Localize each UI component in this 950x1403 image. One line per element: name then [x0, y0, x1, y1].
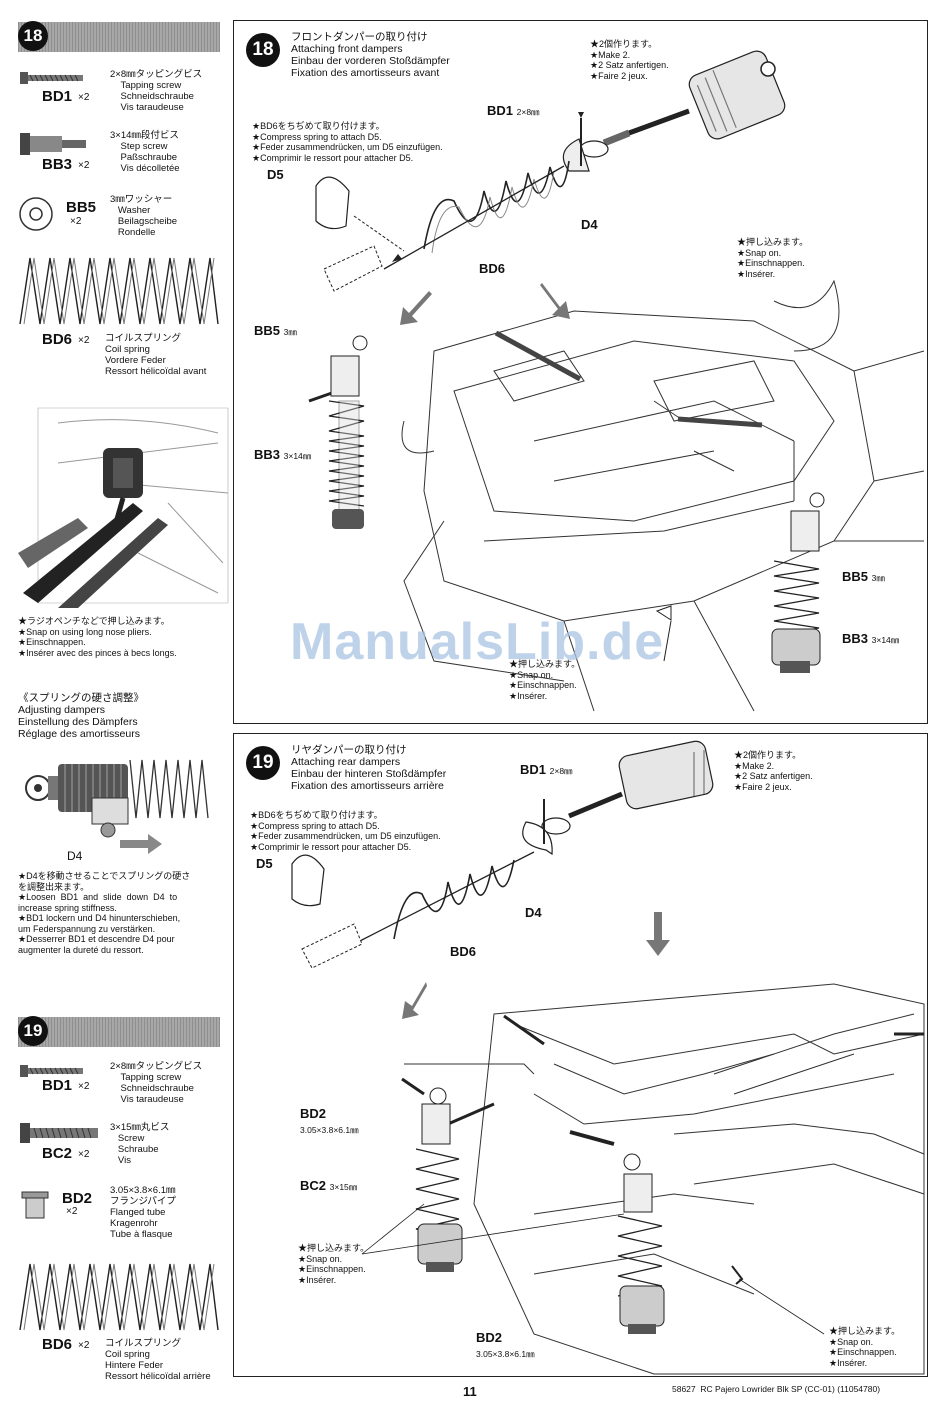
part-size: 2×8㎜ — [549, 766, 573, 776]
part-size: 3㎜ — [871, 573, 885, 583]
footer-product: 58627 RC Pajero Lowrider Blk SP (CC-01) … — [672, 1384, 881, 1394]
snap-on-note: ★押し込みます。 ★Snap on. ★Einschnappen. ★Insér… — [298, 1243, 370, 1285]
rear-damper-right — [617, 1153, 665, 1334]
pliers-tip: ★ラジオペンチなどで押し込みます。 ★Snap on using long no… — [18, 616, 177, 658]
part-qty: ×2 — [78, 1340, 90, 1351]
snap-on-note: ★押し込みます。 ★Snap on. ★Einschnappen. ★Insér… — [737, 237, 809, 279]
part-code: BD6 — [42, 331, 73, 348]
compress-spring-note: ★BD6をちぢめて取り付けます。 ★Compress spring to att… — [252, 121, 443, 163]
d4-label: D4 — [67, 849, 83, 863]
rear-damper-left — [401, 1077, 495, 1272]
part-desc: コイルスプリング Coil spring Vordere Feder Resso… — [105, 333, 207, 377]
part-code: BC2 — [42, 1145, 73, 1162]
part-label-d4: D4 — [581, 217, 598, 232]
pliers-illustration — [18, 403, 232, 608]
watermark: ManualsLib.de — [290, 613, 665, 671]
part-label-bd2: BD2 — [300, 1106, 327, 1121]
part-size: 3.05×3.8×6.1㎜ — [300, 1125, 359, 1135]
step-number-badge: 18 — [246, 33, 280, 67]
damper-adjust-illustration — [25, 759, 209, 854]
step-18-header-bar: 18 — [18, 21, 220, 52]
screw-bd1-icon — [20, 1065, 83, 1077]
step-18-panel: 18 フロントダンパーの取り付け Attaching front dampers… — [233, 20, 928, 724]
screw-bd1-icon — [20, 72, 83, 84]
part-size: 2×8㎜ — [516, 107, 540, 117]
part-size: 3×14㎜ — [283, 451, 312, 461]
page-number: 11 — [463, 1384, 477, 1399]
snap-on-note: ★押し込みます。 ★Snap on. ★Einschnappen. ★Insér… — [829, 1326, 901, 1368]
step-title: リヤダンパーの取り付け Attaching rear dampers Einba… — [291, 744, 447, 792]
part-label-bd6: BD6 — [450, 944, 477, 959]
part-desc: 2×8㎜タッピングビス Tapping screw Schneidschraub… — [110, 69, 203, 113]
part-label-d5: D5 — [267, 167, 284, 182]
flanged-tube-bd2-icon — [21, 1191, 49, 1219]
make-two-note: ★2個作ります。 ★Make 2. ★2 Satz anfertigen. ★F… — [590, 39, 669, 81]
part-label-bd6: BD6 — [479, 261, 506, 276]
part-qty: ×2 — [78, 335, 90, 346]
part-desc: 3×15㎜丸ビス Screw Schraube Vis — [110, 1122, 170, 1166]
make-two-note: ★2個作ります。 ★Make 2. ★2 Satz anfertigen. ★F… — [734, 750, 813, 792]
part-qty: ×2 — [70, 216, 82, 227]
step-19-header-bar: 19 — [18, 1016, 220, 1047]
step-number-badge: 18 — [18, 21, 48, 51]
compress-spring-note: ★BD6をちぢめて取り付けます。 ★Compress spring to att… — [250, 810, 441, 852]
part-desc: コイルスプリング Coil spring Hintere Feder Resso… — [105, 1338, 211, 1382]
part-desc: 3.05×3.8×6.1㎜ フランジパイプ Flanged tube Krage… — [110, 1185, 176, 1240]
step-title: フロントダンパーの取り付け Attaching front dampers Ei… — [291, 31, 450, 79]
part-label-bb5: BB5 — [254, 323, 281, 338]
part-desc: 3×14㎜段付ビス Step screw Paßschraube Vis déc… — [110, 130, 180, 174]
part-label-d4: D4 — [525, 905, 542, 920]
part-code: BD1 — [42, 1077, 73, 1094]
part-qty: ×2 — [78, 160, 90, 171]
part-label-bb5: BB5 — [842, 569, 869, 584]
step-screw-bb3-icon — [20, 133, 86, 155]
front-damper-right — [771, 492, 825, 673]
part-desc: 2×8㎜タッピングビス Tapping screw Schneidschraub… — [110, 1061, 203, 1105]
part-qty: ×2 — [66, 1206, 78, 1217]
step-number-badge: 19 — [246, 746, 280, 780]
front-damper-left — [308, 335, 368, 529]
part-label-bc2: BC2 — [300, 1178, 327, 1193]
rear-damper-assembly-diagram — [291, 740, 925, 1375]
step-number-badge: 19 — [18, 1016, 48, 1046]
part-size: 3㎜ — [283, 327, 297, 337]
part-label-bd1: BD1 — [520, 762, 547, 777]
part-qty: ×2 — [78, 1149, 90, 1160]
part-label-d5: D5 — [256, 856, 273, 871]
coil-spring-bd6-icon — [19, 1263, 219, 1331]
part-label-bb3: BB3 — [254, 447, 281, 462]
front-damper-body — [562, 50, 786, 172]
part-code: BB5 — [66, 199, 97, 216]
part-qty: ×2 — [78, 1081, 90, 1092]
part-label-bd2: BD2 — [476, 1330, 503, 1345]
coil-spring-bd6-icon — [19, 257, 219, 325]
part-size: 3×14㎜ — [871, 635, 900, 645]
part-code: BD1 — [42, 88, 73, 105]
step-19-panel: 19 リヤダンパーの取り付け Attaching rear dampers Ei… — [233, 733, 928, 1377]
part-size: 3×15㎜ — [329, 1182, 358, 1192]
front-spring — [383, 160, 570, 270]
rear-damper-body — [522, 740, 714, 856]
part-size: 3.05×3.8×6.1㎜ — [476, 1349, 535, 1359]
adjusting-dampers-title: 《スプリングの硬さ調整》 Adjusting dampers Einstellu… — [18, 692, 144, 740]
part-code: BB3 — [42, 156, 73, 173]
part-code: BD6 — [42, 1336, 73, 1353]
part-code: BD2 — [62, 1190, 93, 1207]
part-label-bd1: BD1 — [487, 103, 514, 118]
part-label-bb3: BB3 — [842, 631, 869, 646]
part-desc: 3㎜ワッシャー Washer Beilagscheibe Rondelle — [110, 194, 178, 238]
screw-bc2-icon — [20, 1123, 98, 1143]
adjust-instructions: ★D4を移動させることでスプリングの硬さ を調整出来ます。 ★Loosen BD… — [18, 871, 191, 955]
part-qty: ×2 — [78, 92, 90, 103]
front-damper-assembly-diagram — [308, 50, 925, 712]
washer-bb5-icon — [19, 197, 53, 231]
